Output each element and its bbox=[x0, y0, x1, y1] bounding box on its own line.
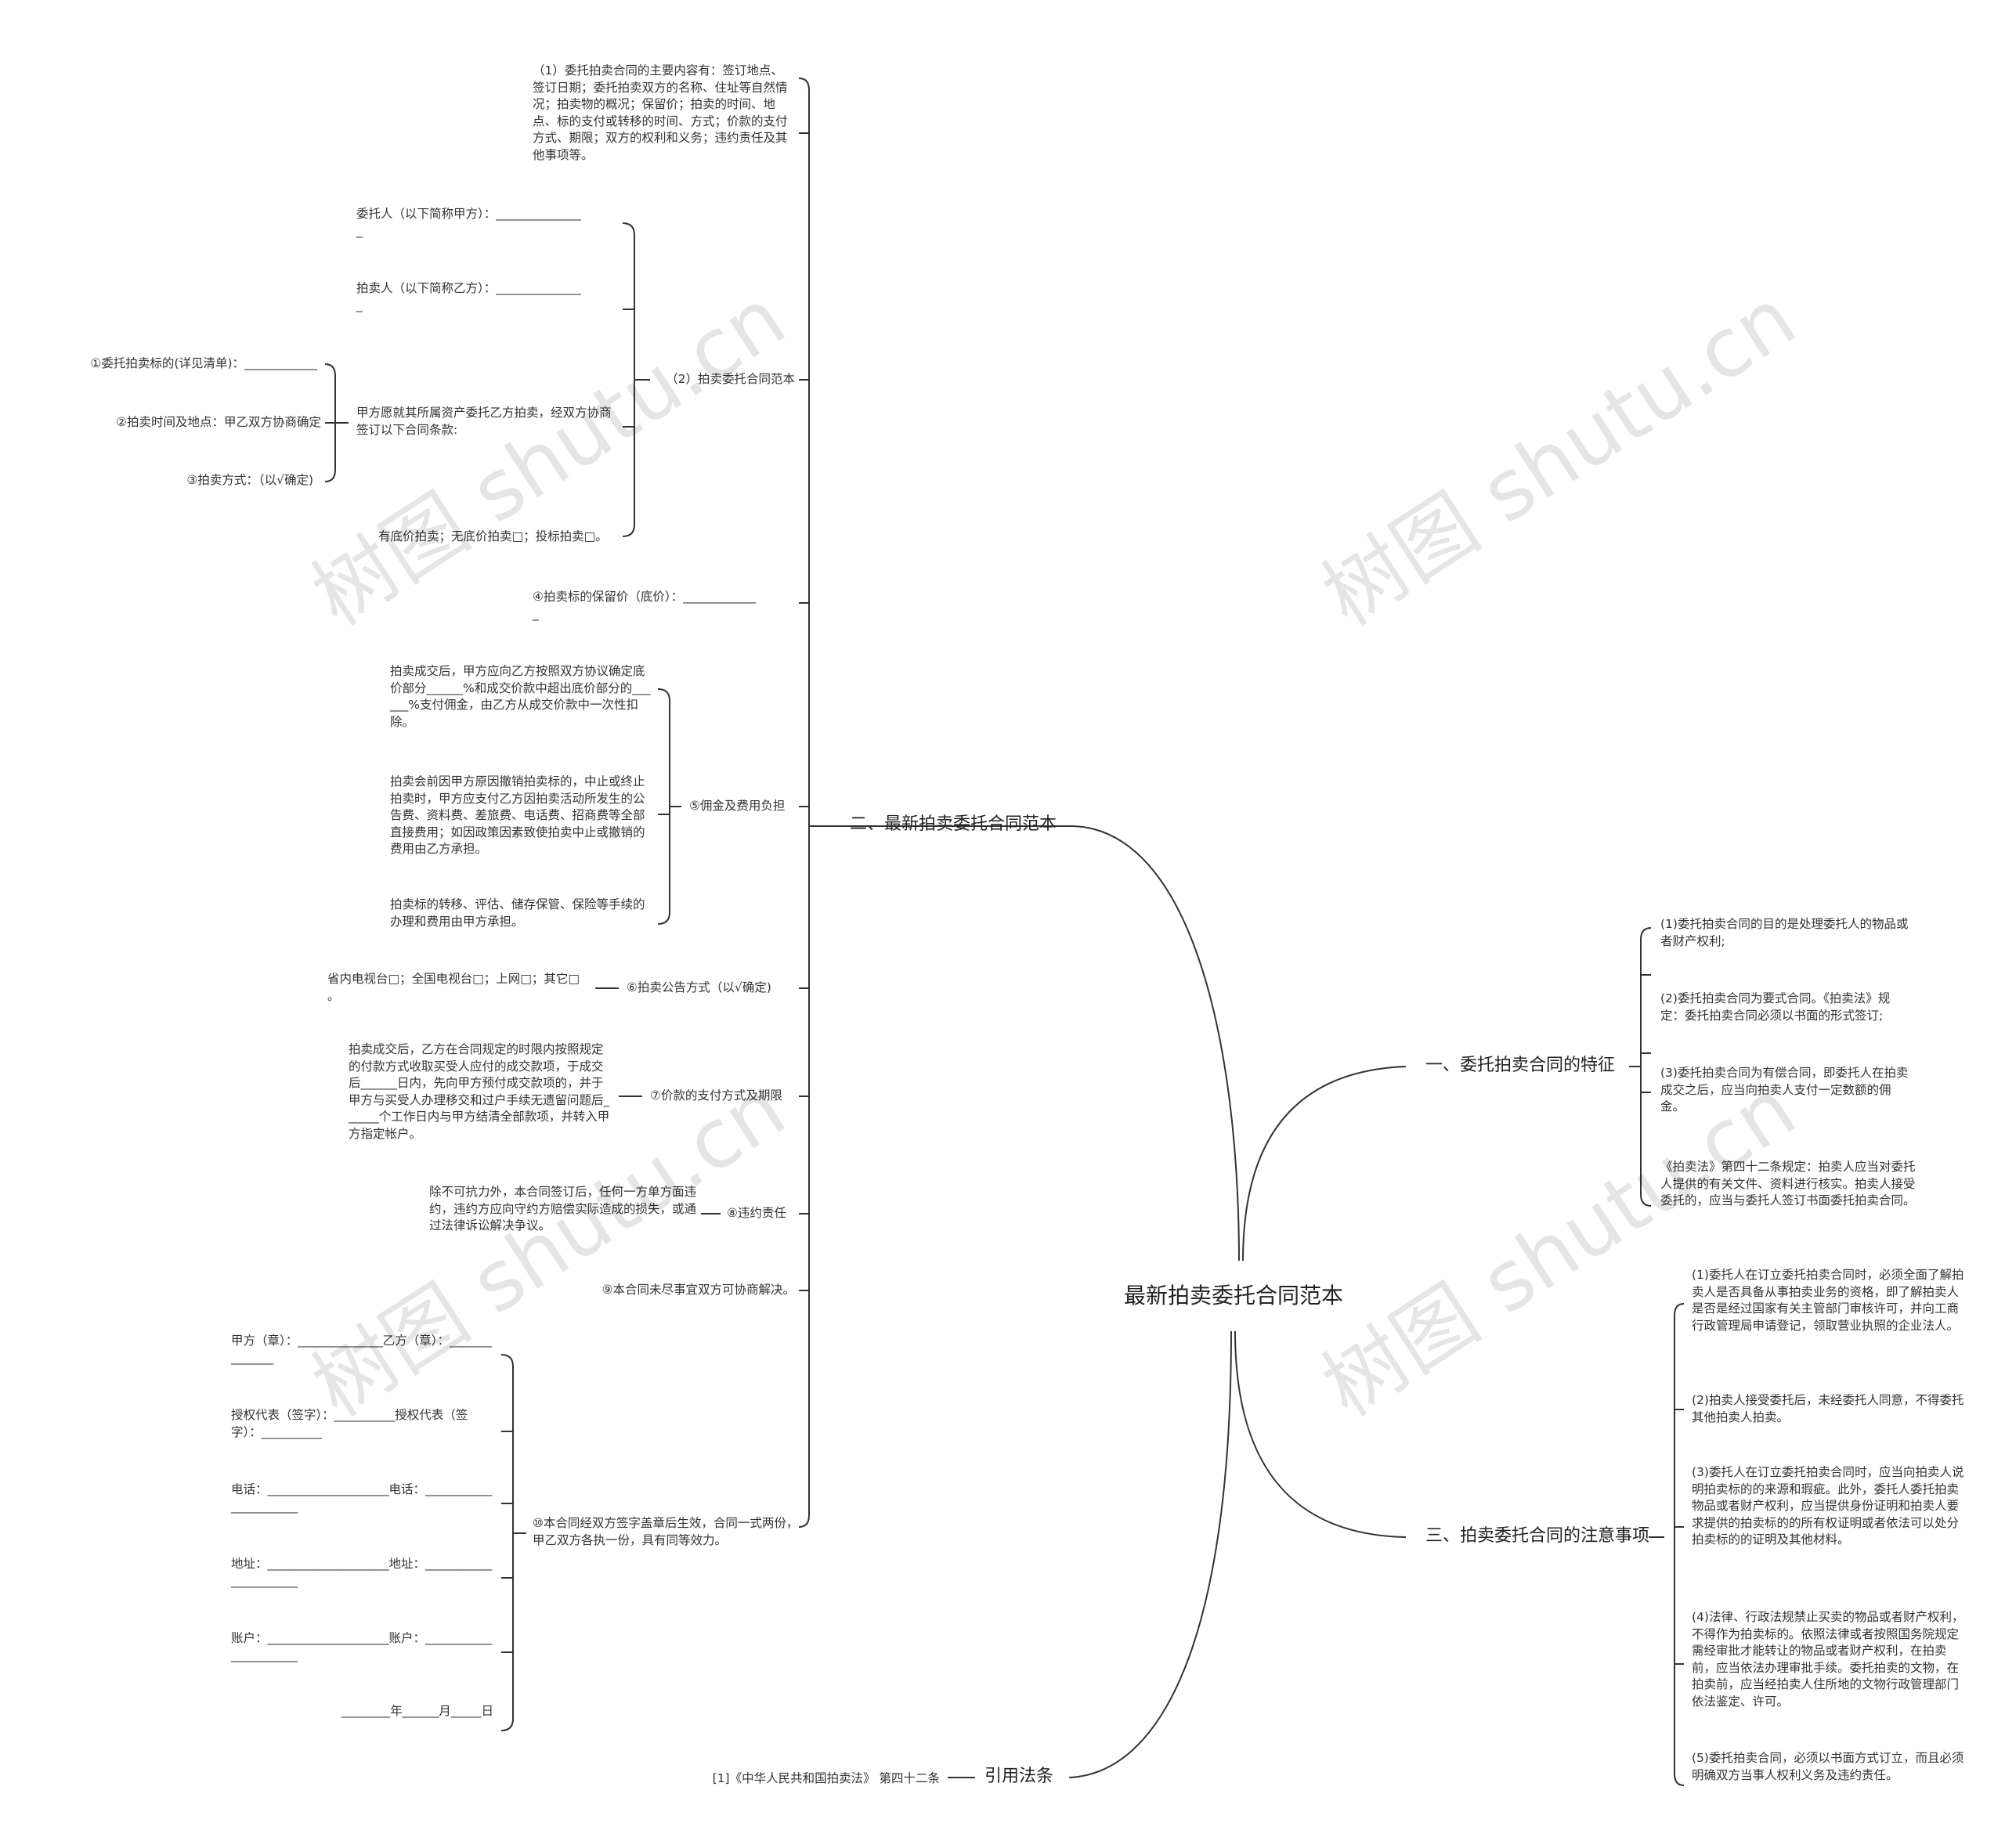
precaution-item[interactable]: (1)委托人在订立委托拍卖合同时，必须全面了解拍卖人是否具备从事拍卖业务的资格，… bbox=[1692, 1268, 1964, 1333]
law-citation[interactable]: [1]《中华人民共和国拍卖法》 第四十二条 bbox=[712, 1771, 940, 1785]
clause-auction-time-place[interactable]: ②拍卖时间及地点：甲乙双方协商确定 bbox=[116, 415, 321, 429]
precaution-item[interactable]: (2)拍卖人接受委托后，未经委托人同意，不得委托其他拍卖人拍卖。 bbox=[1692, 1393, 1964, 1424]
branch-cited-laws[interactable]: 引用法条 bbox=[984, 1767, 1054, 1786]
clause-commission[interactable]: ⑤佣金及费用负担 bbox=[689, 799, 786, 813]
clause-breach[interactable]: ⑧违约责任 bbox=[727, 1206, 786, 1220]
commission-item[interactable]: 拍卖会前因甲方原因撤销拍卖标的，中止或终止拍卖时，甲方应支付乙方因拍卖活动所发生… bbox=[390, 774, 645, 856]
signature-phone[interactable]: 电话：____________________电话：______________… bbox=[231, 1482, 493, 1514]
clause-reserve-price[interactable]: ④拍卖标的保留价（底价）：____________ _ bbox=[533, 590, 757, 621]
root-topic[interactable]: 最新拍卖委托合同范本 bbox=[1124, 1283, 1344, 1308]
clause-announcement[interactable]: ⑥拍卖公告方式（以√确定) bbox=[627, 980, 771, 994]
branch-contract-template[interactable]: 二、最新拍卖委托合同范本 bbox=[850, 814, 1057, 834]
clause-negotiation[interactable]: ⑨本合同未尽事宜双方可协商解决。 bbox=[602, 1283, 795, 1297]
payment-item[interactable]: 拍卖成交后，乙方在合同规定的时限内按照规定的付款方式收取买受人应付的成交款项，于… bbox=[349, 1042, 610, 1141]
clause-auction-method[interactable]: ③拍卖方式：（以√确定) bbox=[186, 473, 313, 487]
auction-type-options[interactable]: 有底价拍卖；无底价拍卖□；投标拍卖□。 bbox=[378, 529, 608, 543]
bracket-n2 bbox=[622, 222, 635, 537]
commission-item[interactable]: 拍卖成交后，甲方应向乙方按照双方协议确定底价部分______%和成交价款中超出底… bbox=[390, 664, 651, 729]
link-root-b1 bbox=[1242, 1066, 1407, 1261]
branch-characteristics[interactable]: 一、委托拍卖合同的特征 bbox=[1425, 1056, 1616, 1075]
bracket-b1 bbox=[1640, 927, 1652, 1207]
precaution-item[interactable]: (3)委托人在订立委托拍卖合同时，应当向拍卖人说明拍卖标的的来源和瑕疵。此外，委… bbox=[1692, 1465, 1964, 1547]
precaution-item[interactable]: (4)法律、行政法规禁止买卖的物品或者财产权利，不得作为拍卖标的。依照法律或者按… bbox=[1692, 1610, 1964, 1709]
signature-party[interactable]: 甲方（章）：______________乙方（章）：______________ bbox=[231, 1334, 493, 1365]
signature-representative[interactable]: 授权代表（签字）：__________授权代表（签字）：__________ bbox=[231, 1408, 468, 1439]
party-auctioneer[interactable]: 拍卖人（以下简称乙方）：______________ _ bbox=[356, 281, 581, 312]
signature-date[interactable]: ________年______月_____日 bbox=[341, 1704, 493, 1718]
link-root-b4 bbox=[1068, 1330, 1232, 1778]
party-agreement-intro[interactable]: 甲方愿就其所属资产委托乙方拍卖，经双方协商签订以下合同条款: bbox=[356, 406, 612, 437]
link-root-b3 bbox=[1234, 1330, 1407, 1538]
commission-item[interactable]: 拍卖标的转移、评估、储存保管、保险等手续的办理和费用由甲方承担。 bbox=[390, 897, 645, 929]
breach-item[interactable]: 除不可抗力外，本合同签订后，任何一方单方面违约，违约方应向守约方赔偿实际造成的损… bbox=[429, 1185, 697, 1233]
characteristic-item[interactable]: 《拍卖法》第四十二条规定：拍卖人应当对委托人提供的有关文件、资料进行核实。拍卖人… bbox=[1660, 1160, 1916, 1207]
characteristic-item[interactable]: (1)委托拍卖合同的目的是处理委托人的物品或者财产权利; bbox=[1660, 917, 1909, 948]
bracket-n5 bbox=[657, 688, 670, 925]
precaution-item[interactable]: (5)委托拍卖合同，必须以书面方式订立，而且必须明确双方当事人权利义务及违约责任… bbox=[1692, 1751, 1964, 1782]
contract-main-content[interactable]: （1）委托拍卖合同的主要内容有：签订地点、签订日期；委托拍卖双方的名称、住址等自… bbox=[533, 63, 788, 162]
characteristic-item[interactable]: (3)委托拍卖合同为有偿合同，即委托人在拍卖成交之后，应当向拍卖人支付一定数额的… bbox=[1660, 1066, 1909, 1113]
party-client[interactable]: 委托人（以下简称甲方）：______________ _ bbox=[356, 207, 581, 238]
bracket-b3 bbox=[1674, 1303, 1685, 1786]
signature-address[interactable]: 地址：____________________地址：______________… bbox=[231, 1557, 493, 1588]
clause-auction-item[interactable]: ①委托拍卖标的(详见清单)：____________ bbox=[90, 356, 318, 370]
template-heading[interactable]: （2）拍卖委托合同范本 bbox=[666, 372, 795, 386]
announcement-options[interactable]: 省内电视台□；全国电视台□；上网□；其它□ 。 bbox=[327, 972, 580, 1003]
clause-effectiveness[interactable]: ⑩本合同经双方签字盖章后生效，合同一式两份，甲乙双方各执一份，具有同等效力。 bbox=[533, 1516, 799, 1547]
signature-account[interactable]: 账户：____________________账户：______________… bbox=[231, 1631, 493, 1662]
branch-precautions[interactable]: 三、拍卖委托合同的注意事项 bbox=[1425, 1526, 1650, 1546]
characteristic-item[interactable]: (2)委托拍卖合同为要式合同。《拍卖法》规定：委托拍卖合同必须以书面的形式签订; bbox=[1660, 991, 1891, 1023]
link-root-b2 bbox=[1072, 825, 1240, 1261]
clause-payment[interactable]: ⑦价款的支付方式及期限 bbox=[650, 1088, 782, 1103]
bracket-b2 bbox=[798, 78, 810, 1528]
bracket-n10 bbox=[500, 1354, 514, 1731]
